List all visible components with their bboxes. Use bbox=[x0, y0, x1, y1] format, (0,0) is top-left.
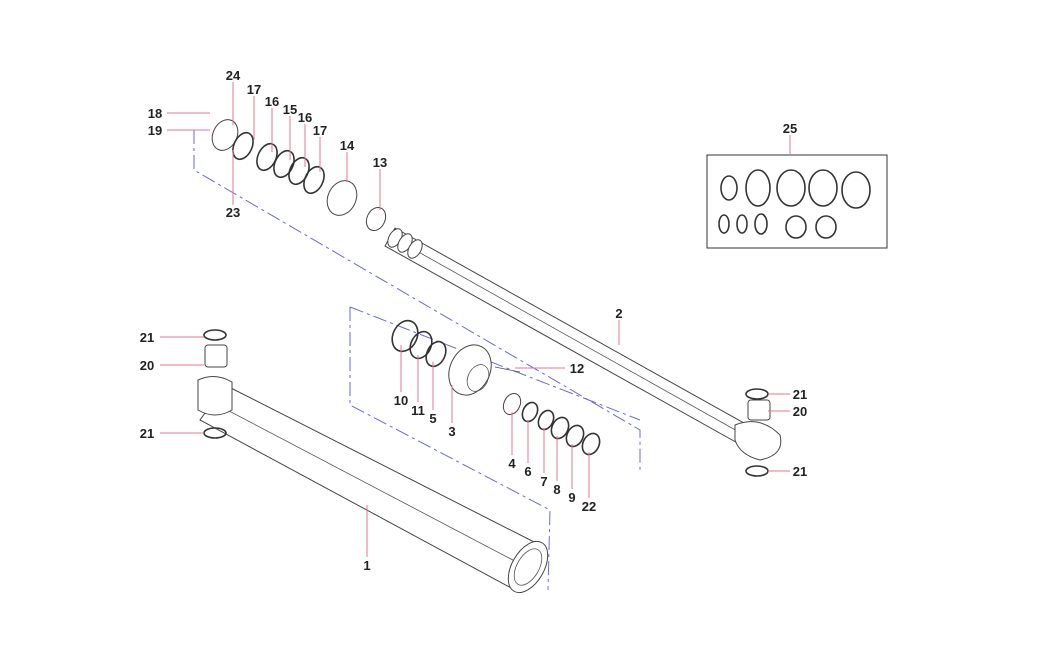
label-8: 8 bbox=[553, 482, 560, 497]
label-10: 10 bbox=[394, 393, 408, 408]
label-20-right: 20 bbox=[793, 404, 807, 419]
label-16: 16 bbox=[265, 94, 279, 109]
leader-lines bbox=[160, 82, 791, 557]
label-7: 7 bbox=[540, 474, 547, 489]
cylinder-barrel bbox=[197, 344, 549, 594]
label-18: 18 bbox=[148, 106, 162, 121]
label-5: 5 bbox=[429, 411, 436, 426]
label-21-top-right: 21 bbox=[793, 387, 807, 402]
label-9: 9 bbox=[568, 490, 575, 505]
label-14: 14 bbox=[340, 138, 355, 153]
label-6: 6 bbox=[524, 464, 531, 479]
assembly-axis-piston bbox=[349, 307, 551, 591]
label-3: 3 bbox=[448, 424, 455, 439]
rod-seal-group bbox=[211, 119, 387, 232]
label-2: 2 bbox=[615, 306, 622, 321]
label-24: 24 bbox=[226, 68, 241, 83]
label-12: 12 bbox=[570, 361, 584, 376]
label-25: 25 bbox=[783, 121, 797, 136]
label-11: 11 bbox=[411, 403, 425, 418]
label-17: 17 bbox=[247, 82, 261, 97]
label-21-bottom-right: 21 bbox=[793, 464, 807, 479]
label-4: 4 bbox=[508, 456, 516, 471]
label-15: 15 bbox=[283, 102, 297, 117]
label-16b: 16 bbox=[298, 110, 312, 125]
label-21-top-left: 21 bbox=[140, 330, 154, 345]
label-17b: 17 bbox=[313, 123, 327, 138]
label-22: 22 bbox=[582, 499, 596, 514]
label-21-bottom-left: 21 bbox=[140, 426, 154, 441]
label-19: 19 bbox=[148, 123, 162, 138]
part-labels: 24 17 16 15 16 17 14 13 18 19 23 25 2 12… bbox=[140, 68, 807, 573]
label-1: 1 bbox=[363, 558, 370, 573]
seal-kit-box bbox=[706, 154, 888, 249]
assembly-axis-rod bbox=[193, 130, 641, 470]
label-23: 23 bbox=[226, 205, 240, 220]
label-13: 13 bbox=[373, 155, 387, 170]
piston-seal-group bbox=[391, 319, 601, 456]
label-20-left: 20 bbox=[140, 358, 154, 373]
piston-rod bbox=[384, 227, 782, 461]
